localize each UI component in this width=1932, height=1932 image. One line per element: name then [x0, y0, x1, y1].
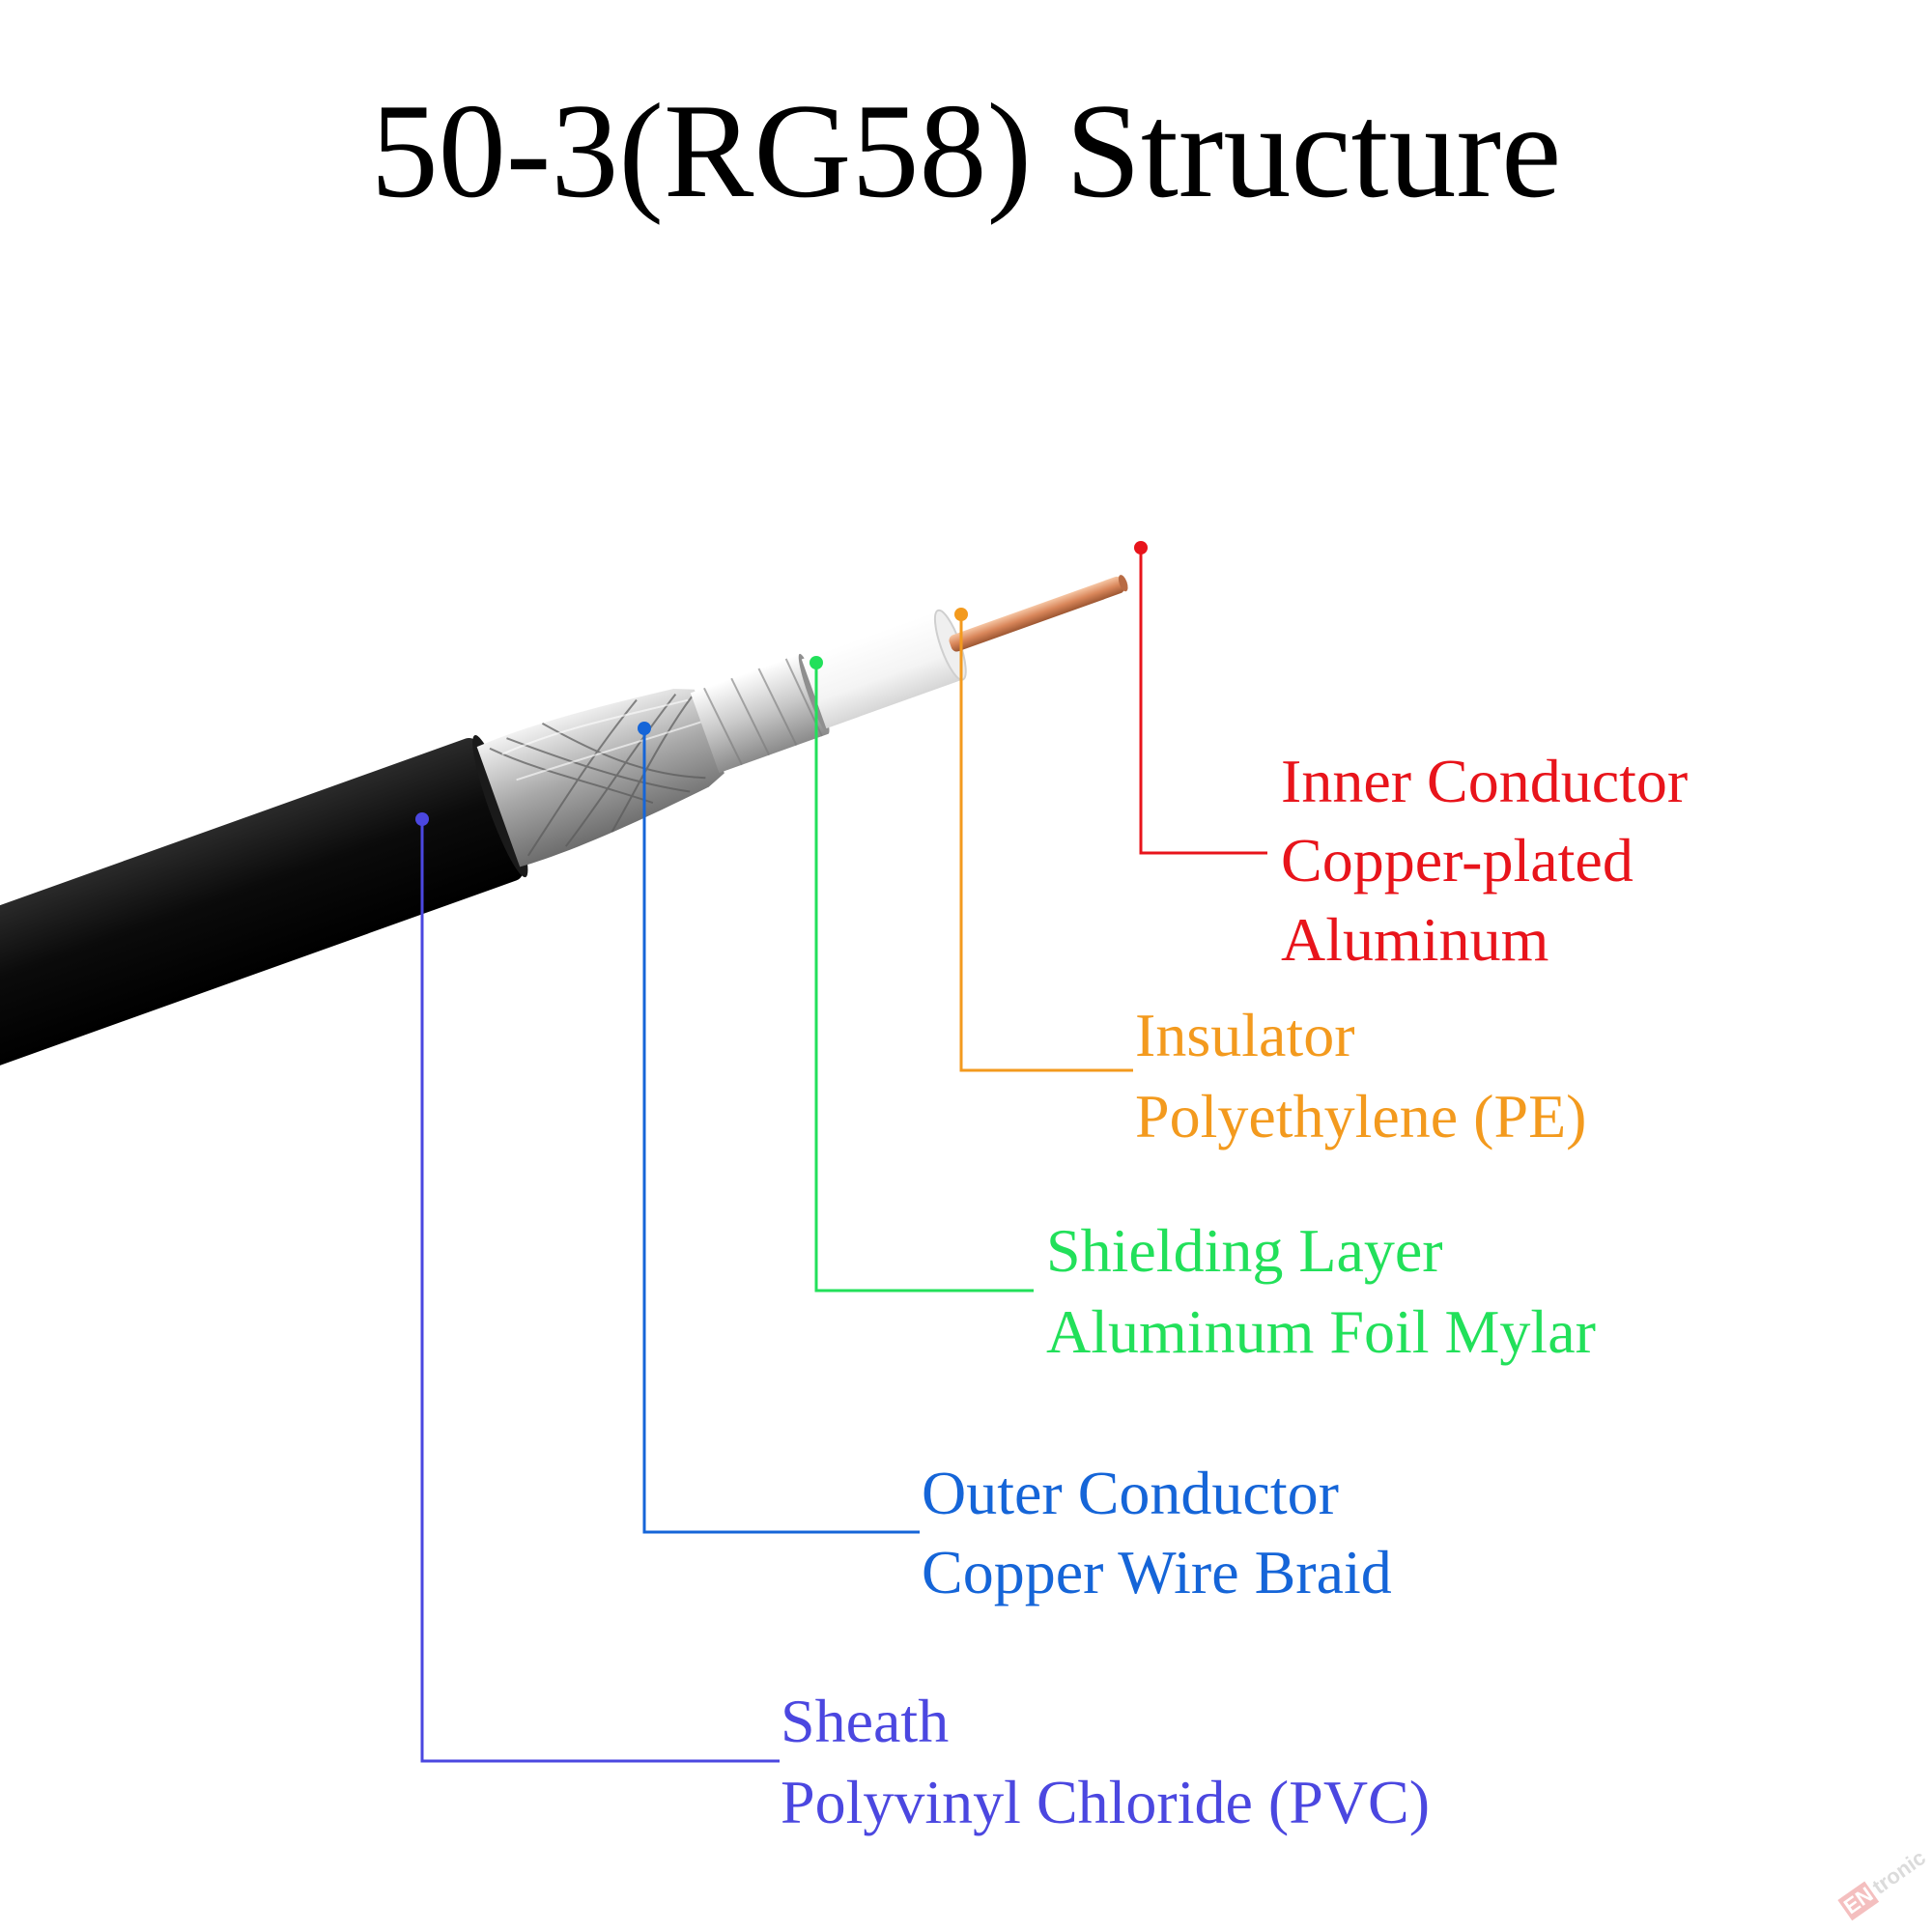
sheath-pvc-jacket — [0, 737, 524, 1067]
inner-conductor-wire — [949, 575, 1128, 652]
callout-dot-insulator — [954, 608, 968, 621]
callout-dot-shield — [810, 656, 823, 669]
callout-line-insulator — [959, 614, 1133, 1072]
label-insulator-line-1: Polyethylene (PE) — [1135, 1082, 1586, 1151]
callout-line-outer — [642, 728, 920, 1534]
watermark-logo: EN tronic — [1837, 1845, 1930, 1921]
callout-dot-sheath — [415, 812, 429, 826]
label-shield-line-1: Aluminum Foil Mylar — [1046, 1297, 1596, 1366]
watermark-text: tronic — [1868, 1845, 1930, 1899]
callout-group: Inner ConductorCopper-platedAluminumInsu… — [415, 541, 1688, 1836]
label-inner-heading: Inner Conductor — [1281, 747, 1688, 815]
callout-line-shield — [814, 663, 1034, 1293]
label-sheath-heading: Sheath — [781, 1687, 949, 1755]
callout-line-sheath — [420, 819, 780, 1763]
outer-conductor-braid — [476, 688, 724, 867]
label-outer-line-1: Copper Wire Braid — [922, 1538, 1392, 1606]
page-title: 50-3(RG58) Structure — [370, 76, 1562, 226]
label-shield-heading: Shielding Layer — [1046, 1216, 1443, 1285]
callout-line-inner — [1139, 548, 1267, 855]
label-inner-line-1: Copper-plated — [1281, 826, 1634, 895]
label-inner-line-2: Aluminum — [1281, 905, 1548, 974]
label-sheath-line-1: Polyvinyl Chloride (PVC) — [781, 1768, 1430, 1836]
watermark-logo-box — [1837, 1881, 1880, 1921]
callout-dot-inner — [1134, 541, 1148, 554]
insulator-pe — [801, 609, 967, 729]
label-insulator-heading: Insulator — [1135, 1001, 1355, 1069]
callout-dot-outer — [638, 722, 651, 735]
watermark-logo-letters: EN — [1839, 1882, 1877, 1918]
label-outer-heading: Outer Conductor — [922, 1459, 1339, 1527]
